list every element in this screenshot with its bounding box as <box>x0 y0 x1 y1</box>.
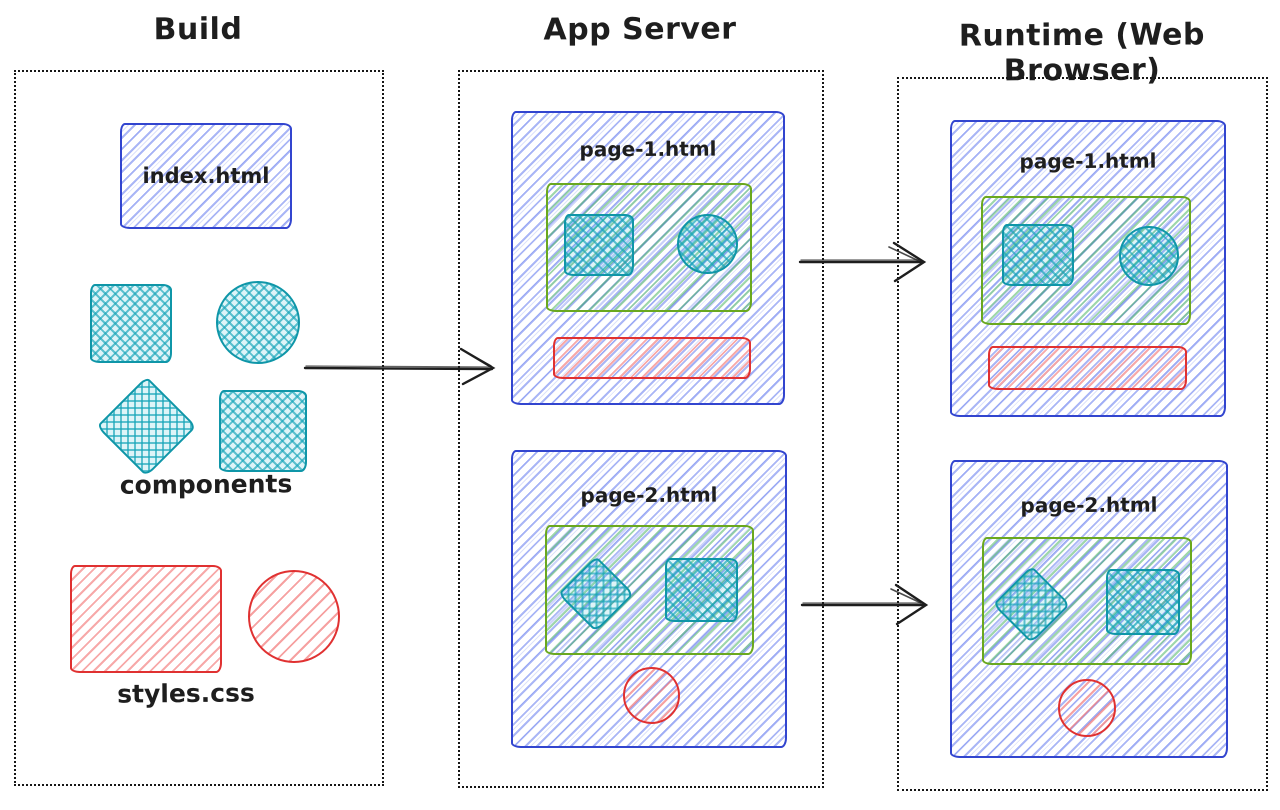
appserver-page2-teal-diamond <box>557 555 635 633</box>
appserver-page1-label: page-1.html <box>579 136 717 162</box>
styles-rect <box>70 565 222 673</box>
component-diamond <box>96 376 197 477</box>
appserver-page1-teal-circle <box>677 214 738 274</box>
styles-circle <box>248 570 340 663</box>
appserver-page1-card: page-1.html <box>511 111 785 405</box>
index-html-label: index.html <box>142 164 270 188</box>
component-circle <box>216 281 300 364</box>
runtime-page2-green-section <box>982 537 1192 665</box>
runtime-column-container: page-1.html page-2.html <box>897 77 1268 791</box>
appserver-page1-red-bar <box>553 337 751 379</box>
appserver-page1-teal-square <box>564 214 634 276</box>
appserver-page1-green-section <box>546 183 752 312</box>
build-column-container: index.html components styles.css <box>14 70 384 786</box>
components-label: components <box>119 469 293 500</box>
styles-label: styles.css <box>117 678 255 709</box>
appserver-page2-card: page-2.html <box>511 450 787 748</box>
runtime-page2-red-circle <box>1058 679 1116 737</box>
runtime-page1-card: page-1.html <box>950 120 1226 417</box>
appserver-page2-label: page-2.html <box>580 482 718 508</box>
app-server-column-container: page-1.html page-2.html <box>458 70 824 788</box>
runtime-page1-red-bar <box>988 346 1187 390</box>
index-html-card: index.html <box>120 123 292 229</box>
build-column-title: Build <box>153 11 243 48</box>
runtime-page1-green-section <box>981 196 1191 325</box>
appserver-page2-teal-square <box>665 558 738 622</box>
component-square-1 <box>90 284 172 363</box>
runtime-page2-teal-diamond <box>992 565 1071 644</box>
runtime-page2-card: page-2.html <box>950 460 1228 758</box>
component-square-2 <box>219 390 307 472</box>
runtime-page1-label: page-1.html <box>1019 148 1157 174</box>
runtime-page2-label: page-2.html <box>1020 492 1158 518</box>
runtime-page1-teal-square <box>1002 224 1074 286</box>
runtime-page1-teal-circle <box>1119 226 1179 286</box>
app-server-column-title: App Server <box>543 11 737 48</box>
appserver-page2-green-section <box>545 525 754 655</box>
runtime-page2-teal-square <box>1106 569 1180 635</box>
appserver-page2-red-circle <box>623 667 680 724</box>
